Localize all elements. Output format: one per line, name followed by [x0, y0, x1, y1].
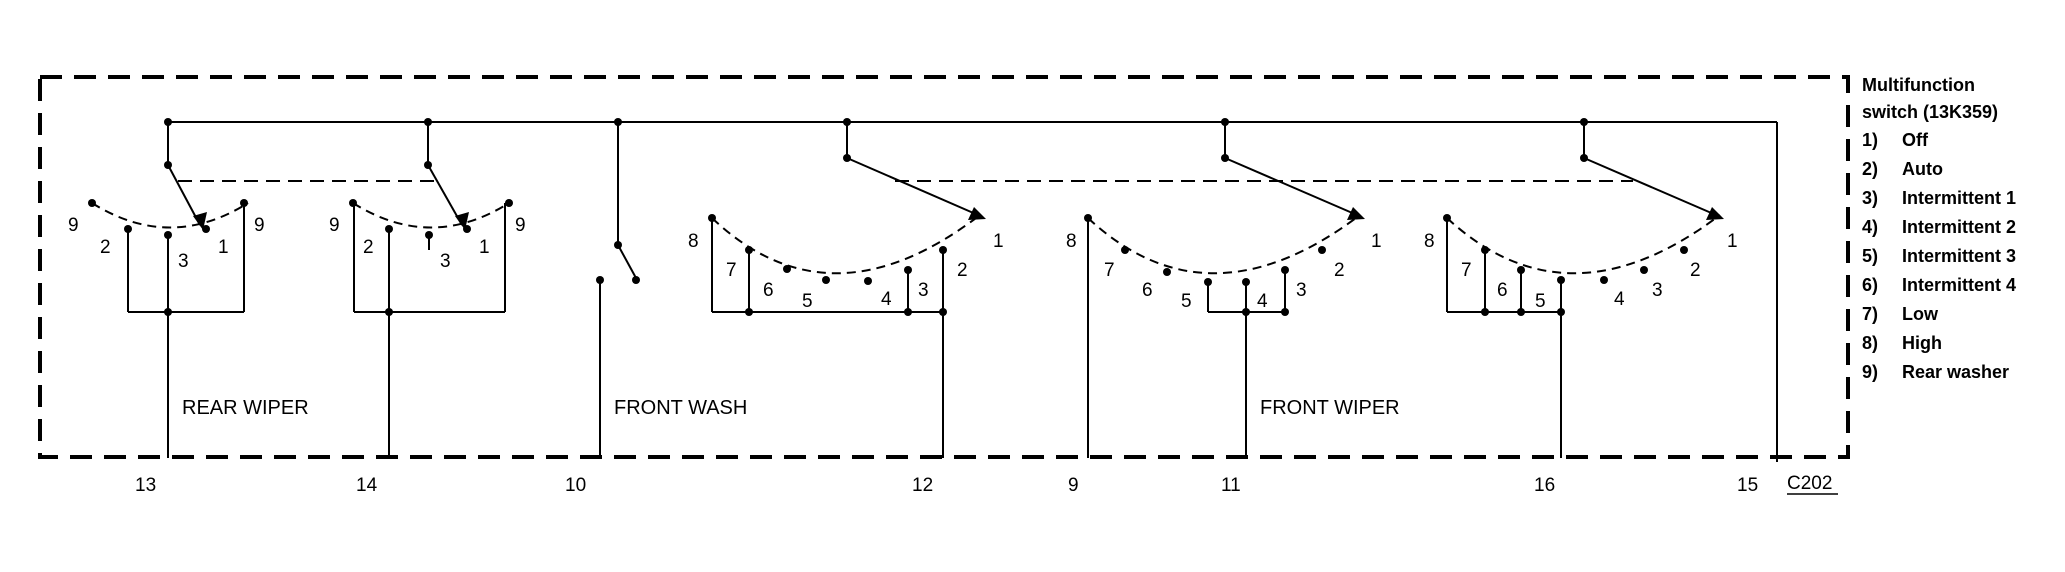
- pin-label: 11: [1221, 475, 1241, 496]
- legend-item: 9)Rear washer: [1862, 362, 2010, 382]
- svg-text:8: 8: [1424, 231, 1435, 252]
- svg-text:2: 2: [1690, 260, 1701, 281]
- svg-text:8: 8: [688, 231, 699, 252]
- pin-label: 12: [912, 475, 933, 496]
- connector-pins: 13 14 10 12 9 11 16 15: [135, 475, 1758, 496]
- label-front-wiper: FRONT WIPER: [1260, 397, 1400, 419]
- svg-text:9: 9: [254, 215, 265, 236]
- svg-text:5: 5: [1181, 291, 1192, 312]
- legend-item: 7)Low: [1862, 304, 1938, 324]
- svg-text:2: 2: [957, 260, 968, 281]
- svg-text:9: 9: [329, 215, 340, 236]
- legend-item: 6)Intermittent 4: [1862, 275, 2017, 295]
- pin-label: 10: [565, 475, 586, 496]
- svg-text:1: 1: [1371, 231, 1382, 252]
- legend-item: 1)Off: [1862, 130, 1928, 150]
- legend-title-line1: Multifunction: [1862, 75, 1975, 95]
- front-wiper-switch-1: [708, 154, 986, 458]
- pin-label: 13: [135, 475, 156, 496]
- legend-item: 4)Intermittent 2: [1862, 217, 2017, 237]
- svg-text:7: 7: [726, 260, 737, 281]
- front-wash-switch: [596, 241, 640, 458]
- bus-drops: [167, 122, 1585, 245]
- svg-text:9: 9: [515, 215, 526, 236]
- svg-text:7: 7: [1461, 260, 1472, 281]
- svg-text:4: 4: [1614, 289, 1625, 310]
- svg-text:1: 1: [218, 237, 229, 258]
- label-rear-wiper: REAR WIPER: [182, 397, 309, 419]
- svg-text:1: 1: [1727, 231, 1738, 252]
- svg-text:6: 6: [1142, 280, 1153, 301]
- svg-text:5: 5: [802, 291, 813, 312]
- svg-text:3: 3: [1296, 280, 1307, 301]
- pin-label: 9: [1068, 475, 1079, 496]
- bus-junction-dots: [164, 118, 1588, 126]
- svg-text:1: 1: [993, 231, 1004, 252]
- svg-text:5: 5: [1535, 291, 1546, 312]
- svg-text:3: 3: [440, 251, 451, 272]
- front-wiper-switch-2: [1084, 154, 1365, 458]
- pin-label: 14: [356, 475, 378, 496]
- svg-text:8: 8: [1066, 231, 1077, 252]
- svg-text:4: 4: [881, 289, 892, 310]
- front-wiper-switch-3: [1443, 154, 1724, 458]
- pin-label: 16: [1534, 475, 1555, 496]
- svg-text:3: 3: [1652, 280, 1663, 301]
- legend-item: 5)Intermittent 3: [1862, 246, 2017, 266]
- legend-title-line2: switch (13K359): [1862, 102, 1999, 122]
- svg-text:9: 9: [68, 215, 79, 236]
- switch-enclosure: [38, 75, 1850, 459]
- svg-text:2: 2: [1334, 260, 1345, 281]
- svg-text:6: 6: [1497, 280, 1508, 301]
- connector-id: C202: [1787, 473, 1832, 494]
- label-front-wash: FRONT WASH: [614, 397, 747, 419]
- svg-text:1: 1: [479, 237, 490, 258]
- svg-text:2: 2: [100, 237, 111, 258]
- svg-text:2: 2: [363, 237, 374, 258]
- legend-item: 2)Auto: [1862, 159, 1943, 179]
- switch-position-legend: Multifunction switch (13K359) 1)Off 2)Au…: [1862, 72, 2062, 387]
- svg-text:4: 4: [1257, 291, 1268, 312]
- svg-text:3: 3: [918, 280, 929, 301]
- svg-text:3: 3: [178, 251, 189, 272]
- position-numbers: 9 2 3 1 9 9 2 3 1 9 8 7 6 5 4 3 2 1 8 7 …: [68, 215, 1738, 312]
- legend-item: 3)Intermittent 1: [1862, 188, 2017, 208]
- svg-text:7: 7: [1104, 260, 1115, 281]
- legend-item: 8)High: [1862, 333, 1942, 353]
- svg-text:6: 6: [763, 280, 774, 301]
- rear-wiper-switch-b: [349, 161, 513, 458]
- rear-wiper-switch-a: [88, 161, 249, 458]
- pin-label: 15: [1737, 475, 1758, 496]
